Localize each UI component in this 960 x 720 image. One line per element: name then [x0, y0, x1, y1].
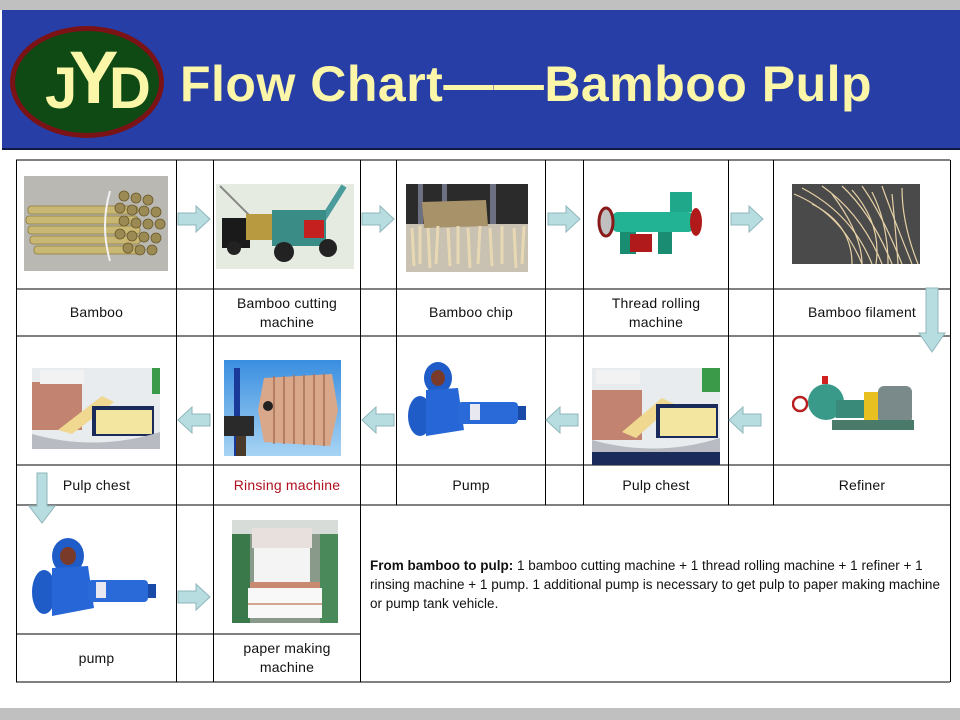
pulp-chest-image: [592, 368, 720, 465]
table-border-top: [16, 159, 950, 161]
column-divider: [213, 160, 214, 682]
step-label-pulp-chest: Pulp chest: [622, 476, 690, 493]
step-label-pump: pump: [78, 649, 115, 666]
summary-note: From bamboo to pulp: 1 bamboo cutting ma…: [370, 556, 942, 613]
bamboo-chip-image: [406, 184, 528, 272]
column-divider: [728, 160, 729, 505]
column-divider: [950, 160, 951, 682]
arrow-down-icon: [27, 472, 57, 529]
bottom-bar: [0, 708, 960, 720]
row-divider: [16, 288, 950, 290]
thread-rolling-machine-image: [596, 190, 708, 258]
column-divider: [176, 160, 177, 682]
row-divider: [16, 464, 950, 466]
bamboo-cutting-machine-image: [216, 184, 354, 269]
arrow-right-icon: [547, 204, 581, 238]
jyd-logo: J Y D: [10, 26, 164, 138]
pulp-chest-image: [32, 368, 160, 449]
step-label-pulp-chest: Pulp chest: [62, 476, 131, 493]
step-label-pump: Pump: [452, 476, 490, 493]
column-divider: [396, 160, 397, 505]
row-divider: [16, 335, 950, 337]
column-divider: [16, 160, 17, 682]
arrow-right-icon: [730, 204, 764, 238]
top-bar: [0, 0, 960, 10]
arrow-left-icon: [728, 405, 762, 439]
arrow-right-icon: [177, 204, 211, 238]
step-label-refiner: Refiner: [838, 476, 886, 493]
bamboo-filament-image: [792, 184, 920, 264]
arrow-right-icon: [361, 204, 395, 238]
step-label-rinsing-machine: Rinsing machine: [233, 476, 341, 493]
pump-image: [30, 536, 160, 622]
step-label-paper-making-machine: paper making machine: [243, 640, 331, 675]
step-label-bamboo-chip: Bamboo chip: [429, 304, 513, 320]
arrow-down-icon: [918, 287, 946, 358]
slide-title: Flow Chart——Bamboo Pulp: [180, 56, 873, 112]
refiner-image: [792, 376, 920, 442]
logo-letter-j: J: [45, 56, 78, 121]
column-divider: [773, 160, 774, 505]
paper-making-machine-image: [232, 520, 338, 623]
bamboo-image: [24, 176, 168, 271]
column-divider: [583, 160, 584, 505]
rinsing-machine-image: [224, 360, 341, 456]
arrow-left-icon: [177, 405, 211, 439]
pump-image: [406, 360, 534, 444]
summary-note-text: 1 bamboo cutting machine + 1 thread roll…: [370, 558, 940, 611]
slide-header: J Y D Flow Chart——Bamboo Pulp: [2, 10, 960, 150]
summary-note-heading: From bamboo to pulp:: [370, 558, 514, 573]
column-divider: [545, 160, 546, 505]
logo-letter-d: D: [109, 56, 151, 121]
step-label-bamboo-cutting-machine: Bamboo cutting machine: [236, 294, 338, 330]
logo-letter-y: Y: [69, 36, 119, 119]
arrow-left-icon: [545, 405, 579, 439]
step-label-bamboo: Bamboo: [69, 304, 124, 320]
table-border-bottom: [16, 681, 950, 683]
row-divider: [16, 504, 950, 506]
arrow-right-icon: [177, 582, 211, 616]
row-divider: [16, 633, 361, 635]
step-label-bamboo-filament: Bamboo filament: [807, 304, 917, 320]
column-divider: [360, 160, 361, 682]
arrow-left-icon: [361, 405, 395, 439]
step-label-thread-rolling-machine: Thread rolling machine: [611, 294, 701, 330]
